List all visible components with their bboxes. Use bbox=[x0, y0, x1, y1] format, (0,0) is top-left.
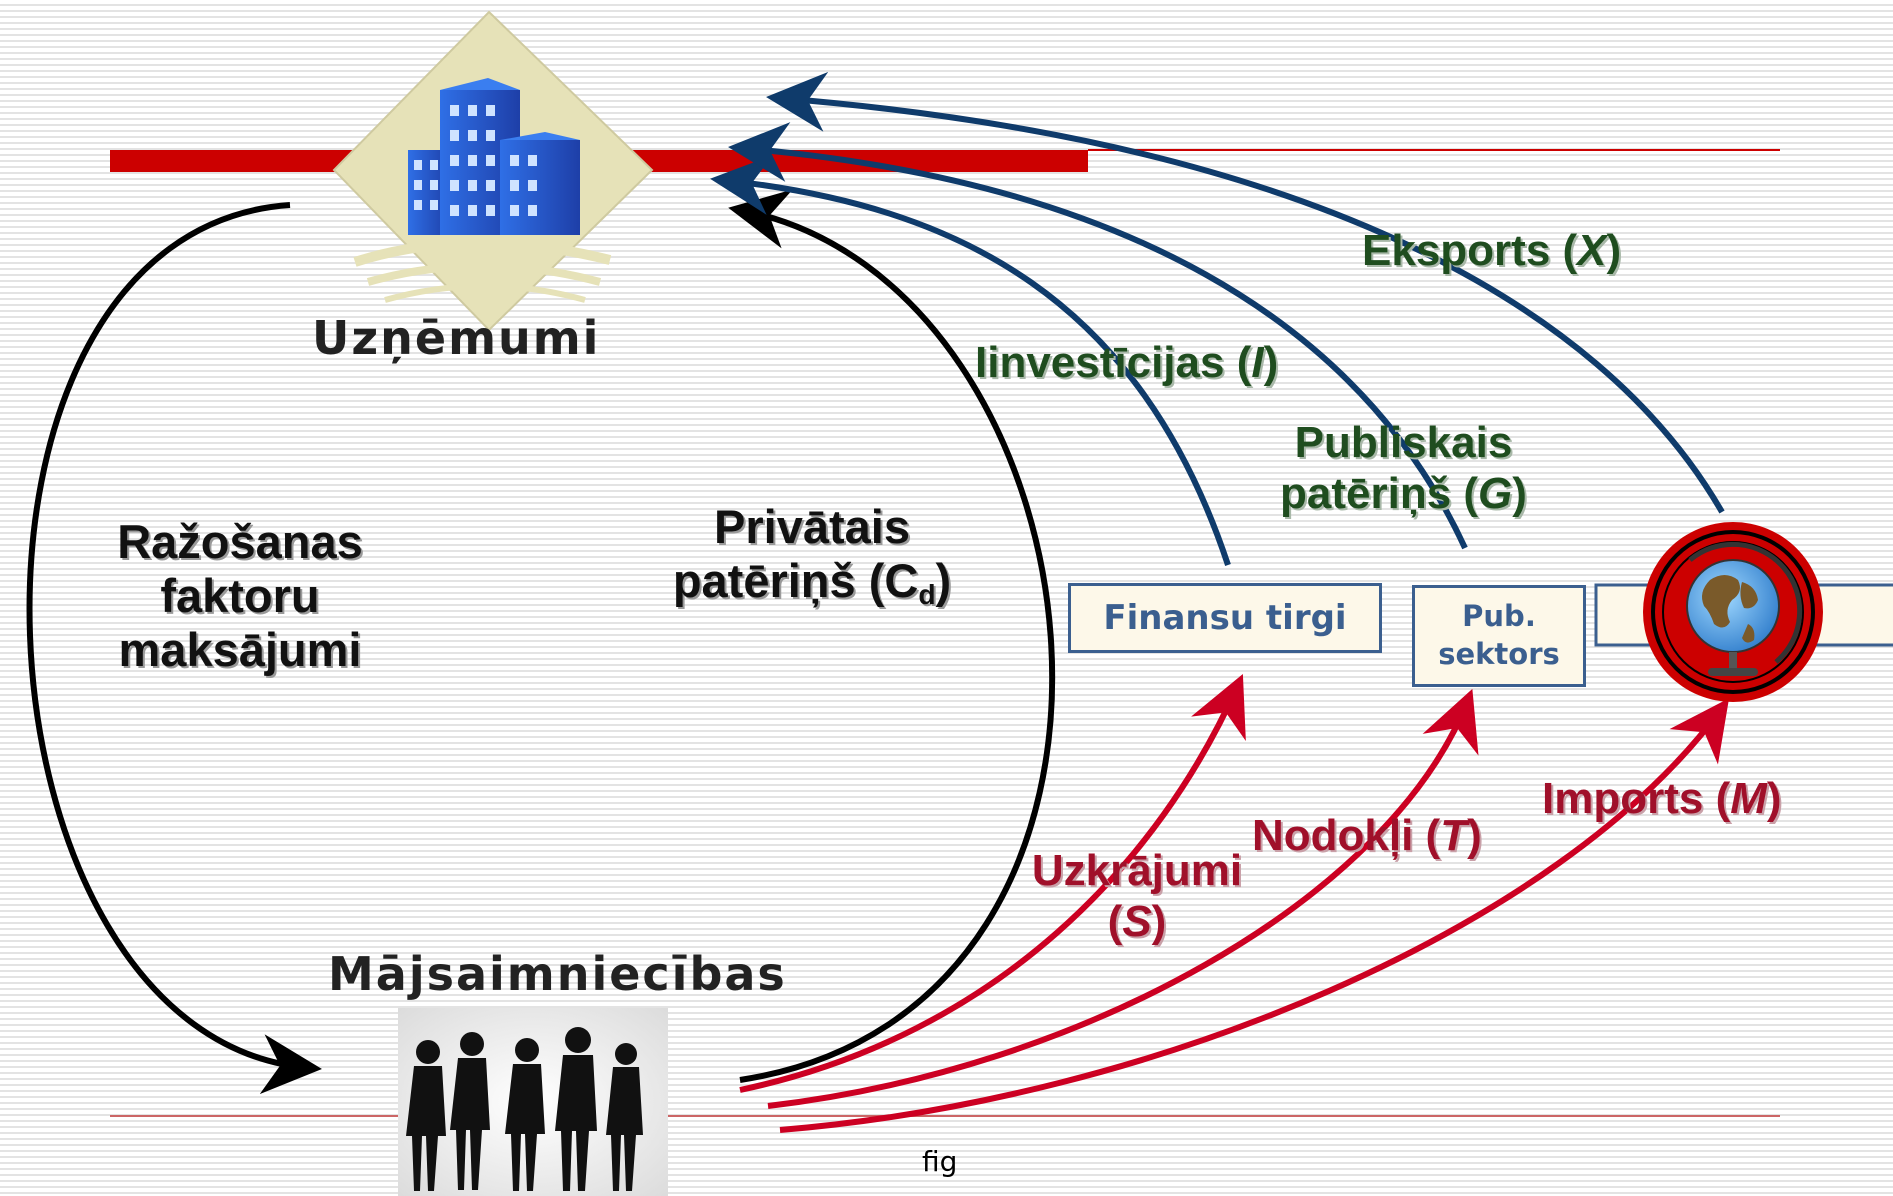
factor-payments-arrow bbox=[26, 202, 322, 1094]
investment-label: Iinvestīcijas (I) bbox=[975, 338, 1279, 387]
private-consumption-label: Privātais patēriņš (Cd) bbox=[672, 500, 952, 611]
exports-label: Eksports (X) bbox=[1362, 226, 1622, 275]
private-consumption-arrow bbox=[728, 189, 1056, 1083]
savings-arrow bbox=[739, 674, 1246, 1093]
taxes-arrow bbox=[767, 688, 1479, 1109]
households-label: Mājsaimniecības bbox=[328, 947, 787, 1001]
imports-label: Imports (M) bbox=[1542, 774, 1782, 823]
factor-payments-label: Ražošanas faktoru maksājumi bbox=[117, 515, 363, 677]
financial-markets-box: Finansu tirgi bbox=[1068, 583, 1382, 653]
taxes-label: Nodokļi (T) bbox=[1252, 811, 1482, 860]
firms-label: Uzņēmumi bbox=[312, 311, 601, 365]
public-sector-label-line2: sektors bbox=[1438, 637, 1560, 671]
globe-icon bbox=[1643, 522, 1823, 702]
public-sector-box: Pub. sektors bbox=[1412, 585, 1586, 687]
imports-arrow bbox=[779, 698, 1730, 1133]
exports-arrow bbox=[766, 71, 1725, 514]
public-sector-label-line1: Pub. bbox=[1462, 599, 1536, 634]
people-silhouettes-icon bbox=[398, 1008, 668, 1196]
financial-markets-label: Finansu tirgi bbox=[1103, 598, 1347, 638]
office-buildings-icon bbox=[332, 10, 654, 332]
investment-arrow bbox=[710, 155, 1231, 566]
savings-label: Uzkrājumi (S) bbox=[1031, 846, 1243, 946]
figure-caption: fig bbox=[922, 1145, 958, 1178]
public-consumption-label: Publiskais patēriņš (G) bbox=[1280, 418, 1527, 518]
public-consumption-arrow bbox=[728, 122, 1468, 550]
